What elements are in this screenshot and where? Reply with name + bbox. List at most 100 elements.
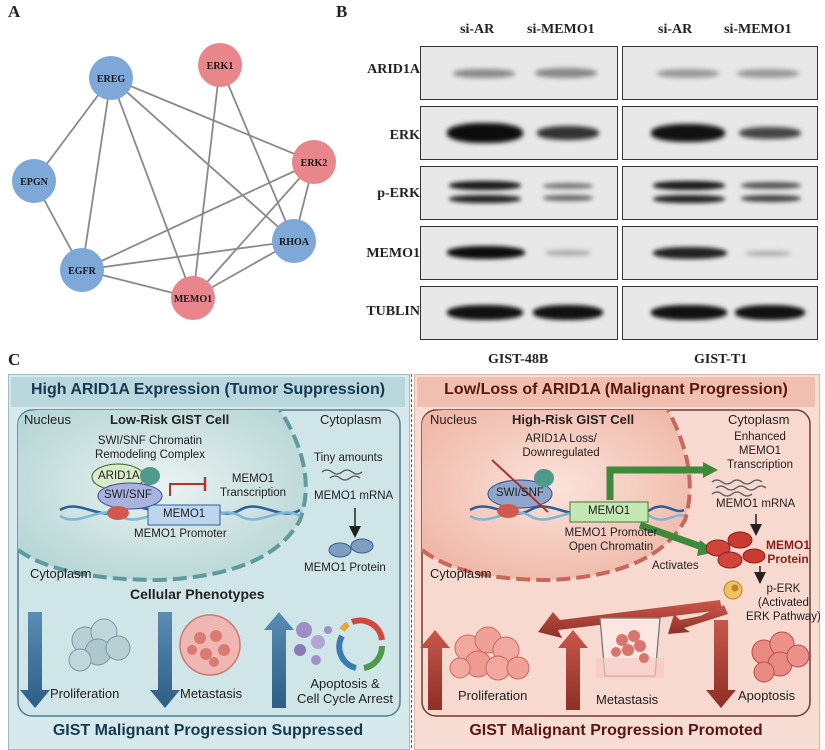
right-metastasis-pathway-arrow — [668, 605, 728, 634]
left-cytoplasm-bottom-label: Cytoplasm — [30, 566, 92, 581]
right-promoter-label: MEMO1 Promoter Open Chromatin — [556, 526, 666, 554]
network-edge-ereg-erk2 — [110, 77, 315, 163]
right-mrna-label: MEMO1 mRNA — [716, 498, 796, 510]
right-nucleus — [422, 410, 690, 580]
right-cytoplasm-bottom-label: Cytoplasm — [430, 566, 492, 581]
left-proliferation-cells — [68, 618, 131, 672]
right-cytoplasm-top-label: Cytoplasm — [728, 412, 790, 427]
right-transwell-metastasis — [596, 617, 664, 678]
network-edge-egfr-erk2 — [81, 161, 315, 271]
left-memo1-gene-box — [147, 504, 221, 526]
left-apoptosis-line2: Cell Cycle Arrest — [296, 691, 394, 706]
right-perk-line2: (Activated — [757, 597, 809, 609]
network-node-egfr: EGFR — [60, 248, 104, 292]
column-label-1: si-AR — [460, 22, 495, 37]
left-mrna-squiggle-2 — [329, 475, 361, 481]
left-nuclear-envelope — [16, 408, 308, 583]
right-header-bar — [417, 377, 815, 407]
row-label-arid1a: ARID1A — [367, 62, 420, 77]
column-label-4: si-MEMO1 — [724, 22, 792, 37]
network-node-circle — [60, 248, 104, 292]
right-nucleus-label: Nucleus — [430, 412, 477, 427]
right-mrna-squiggle-1 — [711, 479, 763, 485]
network-edge-erk1-memo1 — [192, 64, 221, 299]
left-mrna-squiggle-1 — [321, 469, 363, 475]
left-complex-label-line2: Remodeling Complex — [95, 449, 205, 461]
left-mrna-label: MEMO1 mRNA — [314, 490, 394, 502]
right-loss-line2: Downregulated — [522, 447, 600, 459]
right-enhanced-line1: Enhanced — [734, 431, 786, 443]
left-protein-blob-1 — [328, 542, 352, 558]
blot-tublin-48b — [420, 286, 618, 340]
right-protein-line1: MEMO1 — [766, 538, 811, 552]
right-apoptosis-down-arrow — [706, 620, 736, 708]
right-header-title: Low/Loss of ARID1A (Malignant Progressio… — [444, 381, 788, 398]
right-promoter-line2: Open Chromatin — [568, 541, 654, 553]
left-metastasis-cells — [179, 614, 241, 676]
left-metastasis-down-arrow — [150, 612, 180, 708]
right-enhanced-label: Enhanced MEMO1 Transcription — [712, 430, 808, 472]
right-perk-label: p-ERK (Activated ERK Pathway) — [746, 582, 821, 624]
blot-tublin-t1 — [622, 286, 818, 340]
network-node-label: EGFR — [68, 266, 97, 277]
network-edge-erk2-memo1 — [192, 161, 315, 299]
left-apoptosis-line1: Apoptosis & — [310, 676, 380, 691]
right-loss-line1: ARID1A Loss/ — [525, 433, 597, 445]
left-protein-label: MEMO1 Protein — [304, 562, 386, 574]
right-memo1-protein-blobs — [705, 531, 766, 569]
network-node-circle — [292, 140, 336, 184]
left-cytoplasm-top-label: Cytoplasm — [320, 412, 382, 427]
network-edge-ereg-rhoa — [110, 77, 295, 242]
right-complex-subunit — [534, 469, 554, 487]
right-metastasis-up-arrow — [558, 630, 588, 710]
right-enhanced-line3: Transcription — [726, 459, 794, 471]
left-memo1-gene-label: MEMO1 — [163, 508, 206, 520]
row-label-memo1: MEMO1 — [366, 246, 420, 261]
right-perk-line1: p-ERK — [766, 583, 801, 595]
left-promoter-label: MEMO1 Promoter — [134, 528, 227, 540]
left-protein-blob-2 — [350, 538, 374, 554]
right-proliferation-cells — [449, 626, 530, 681]
right-transcription-arrow-head — [703, 462, 718, 478]
right-cell-title: High-Risk GIST Cell — [512, 412, 635, 427]
network-node-label: RHOA — [279, 237, 310, 248]
right-mrna-squiggle-2 — [715, 485, 767, 491]
row-label-perk: p-ERK — [377, 186, 420, 201]
blot-arid1a-t1 — [622, 46, 818, 100]
left-metastasis-label: Metastasis — [180, 686, 243, 701]
blot-erk-t1 — [622, 106, 818, 160]
cell-line-gistt1: GIST-T1 — [694, 352, 748, 367]
left-cell-title: Low-Risk GIST Cell — [110, 412, 230, 427]
left-tiny-amounts-label: Tiny amounts — [314, 452, 383, 464]
right-metastasis-label: Metastasis — [596, 692, 659, 707]
right-apoptosis-cells — [751, 631, 810, 683]
blot-memo1-t1 — [622, 226, 818, 280]
network-edge-egfr-rhoa — [81, 240, 295, 271]
left-complex-label: SWI/SNF Chromatin Remodeling Complex — [90, 434, 210, 462]
right-apoptosis-label: Apoptosis — [738, 688, 796, 703]
network-node-circle — [272, 219, 316, 263]
network-edge-erk1-rhoa — [219, 64, 295, 242]
left-footer-title: GIST Malignant Progression Suppressed — [52, 722, 364, 739]
left-cell-cycle-icon — [336, 617, 386, 671]
network-node-label: EPGN — [20, 177, 49, 188]
network-node-label: EREG — [97, 74, 126, 85]
right-memo1-protein-label: MEMO1 Protein — [766, 538, 810, 566]
right-protein-line2: Protein — [767, 552, 809, 566]
right-perk-line3: ERK Pathway) — [746, 611, 821, 623]
blot-erk-48b — [420, 106, 618, 160]
left-swisnf-blob — [97, 482, 163, 510]
left-proliferation-label: Proliferation — [50, 686, 120, 701]
right-memo1-gene-box — [569, 501, 649, 523]
column-label-2: si-MEMO1 — [527, 22, 595, 37]
divider-dashed — [411, 374, 412, 748]
network-node-circle — [12, 159, 56, 203]
left-header-bar — [11, 377, 405, 407]
left-apoptosis-icons — [294, 622, 332, 665]
network-node-circle — [171, 276, 215, 320]
right-transcription-arrow-shaft — [606, 466, 705, 500]
network-node-memo1: MEMO1 — [171, 276, 215, 320]
left-nucleus-label: Nucleus — [24, 412, 71, 427]
right-memo1-gene-label: MEMO1 — [588, 505, 631, 517]
